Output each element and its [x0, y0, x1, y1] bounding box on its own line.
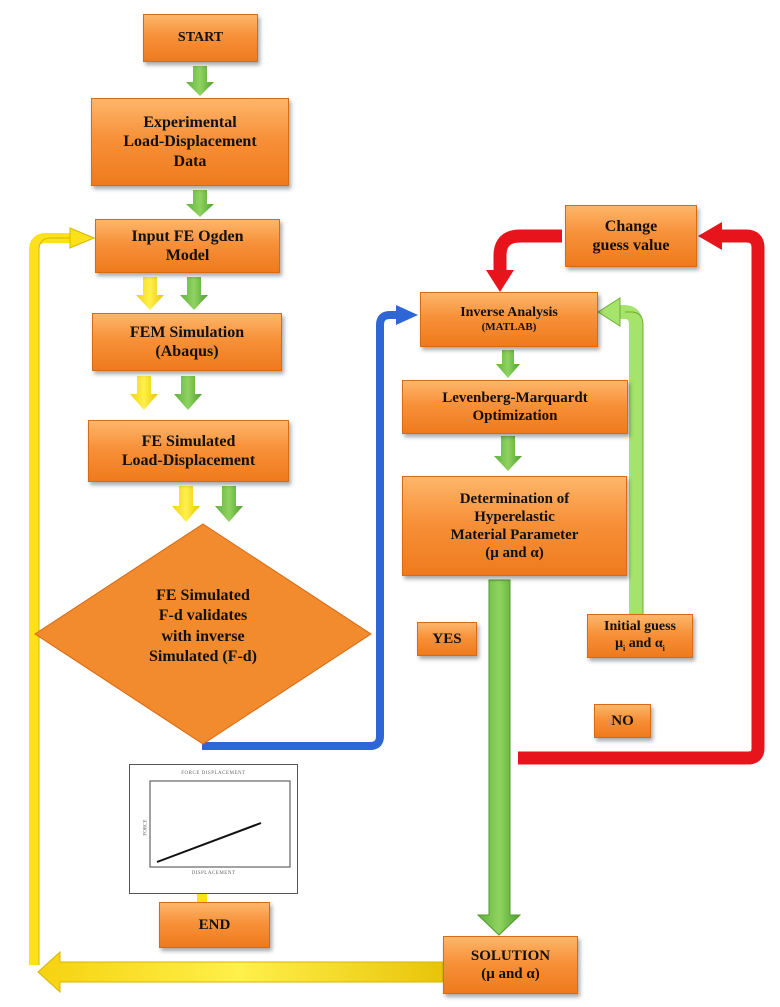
decision-diamond: [34, 523, 372, 745]
arrows-fesim-to-decision: [172, 486, 243, 522]
no-label: NO: [594, 704, 651, 738]
start-box: START: [143, 14, 258, 62]
inverse-analysis-subtitle: (MATLAB): [481, 321, 537, 334]
solution-box: SOLUTION (μ and α): [443, 936, 578, 994]
arrow-red-change-to-inverse: [486, 229, 562, 292]
inverse-analysis-box: Inverse Analysis (MATLAB): [420, 292, 598, 347]
initial-guess-line1: Initial guess: [604, 618, 676, 634]
graph-plot: [149, 780, 291, 868]
graph-title: FORCE DISPLACEMENT: [181, 771, 246, 776]
arrow-red-no-loop: [518, 222, 765, 765]
graph-plot-area: [149, 780, 291, 868]
decision-label: FE Simulated F-d validates with inverse …: [149, 587, 257, 666]
force-displacement-graph: FORCE DISPLACEMENT FORCE DISPLACEMENT: [129, 764, 298, 894]
change-guess-box: Change guess value: [565, 205, 697, 267]
fem-simulation-box: FEM Simulation (Abaqus): [92, 313, 282, 371]
determination-box: Determination of Hyperelastic Material P…: [402, 476, 627, 576]
end-box: END: [159, 902, 270, 948]
arrow-start-to-experimental: [186, 66, 214, 96]
arrow-blue-decision-to-inverse: [202, 305, 418, 750]
inverse-analysis-title: Inverse Analysis: [460, 304, 558, 320]
arrows-input-to-fem: [136, 277, 208, 310]
graph-line: [156, 822, 262, 863]
yes-label: YES: [417, 622, 477, 656]
initial-guess-line2: μi and αi: [615, 635, 665, 653]
arrow-experimental-to-input: [186, 190, 214, 217]
graph-xlabel: DISPLACEMENT: [191, 871, 236, 876]
input-fe-box: Input FE Ogden Model: [95, 219, 280, 273]
fe-simulated-box: FE Simulated Load-Displacement: [88, 420, 289, 482]
experimental-box: Experimental Load-Displacement Data: [91, 98, 289, 186]
arrow-initial-guess-to-inverse: [597, 297, 644, 614]
arrow-levenberg-to-determination: [494, 436, 522, 471]
connector-graph-to-end: [197, 894, 207, 904]
arrow-inverse-to-levenberg: [496, 350, 520, 378]
arrows-fem-to-fesim: [130, 376, 202, 410]
levenberg-box: Levenberg-Marquardt Optimization: [402, 380, 628, 434]
initial-guess-box: Initial guess μi and αi: [587, 614, 693, 658]
arrow-yellow-feedback: [29, 227, 444, 994]
arrow-determination-to-solution: [476, 579, 522, 936]
